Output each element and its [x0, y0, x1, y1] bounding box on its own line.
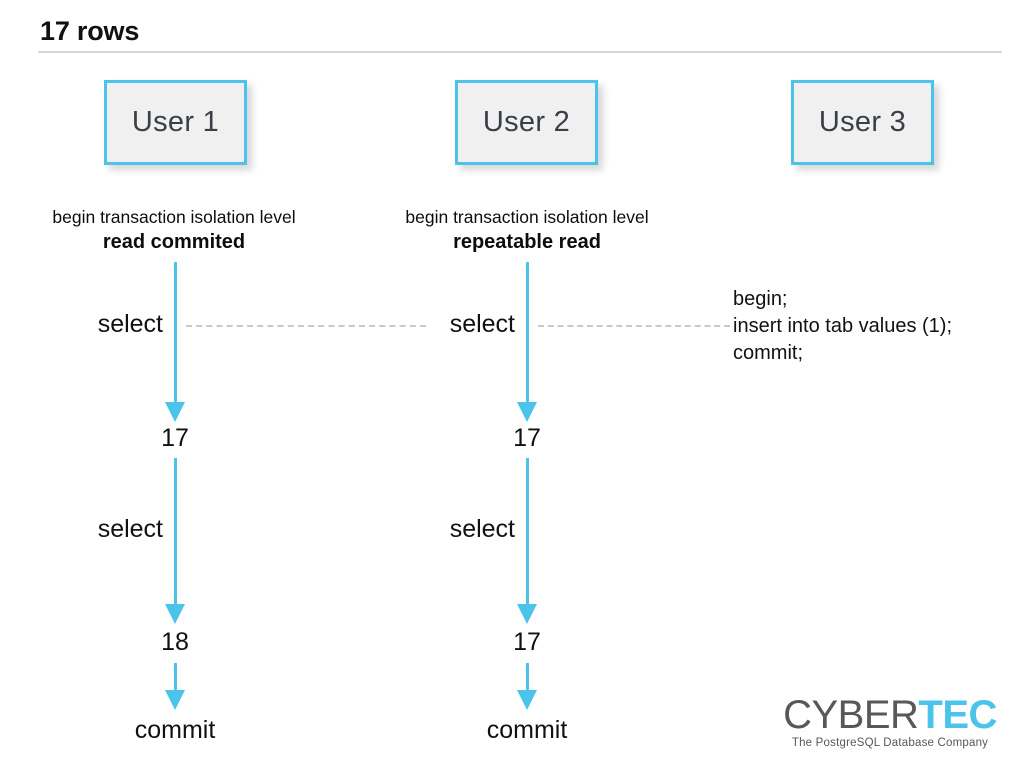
- flow-arrow-user-2-seg-1: [514, 262, 540, 422]
- dashed-connector-user1-user2: [186, 325, 426, 327]
- isolation-level-user-2: repeatable read: [453, 231, 601, 253]
- arrow-shaft: [525, 262, 529, 403]
- step-label-user-1-commit: commit: [134, 716, 216, 744]
- title-divider: [38, 51, 1002, 53]
- step-value-user-2-result-2: 17: [513, 628, 541, 656]
- step-label-user-2-select-1: select: [449, 310, 515, 338]
- isolation-caption-user-2: begin transaction isolation level repeat…: [327, 205, 727, 255]
- logo-word-cyber: CYBER: [783, 693, 919, 737]
- cybertec-logo: CYBERTEC The PostgreSQL Database Company: [772, 694, 1008, 750]
- flow-arrow-user-1-seg-3: [162, 663, 188, 711]
- arrow-shaft: [525, 663, 529, 691]
- arrow-head-icon: [517, 604, 537, 624]
- step-value-user-2-result-1: 17: [513, 424, 541, 452]
- logo-word-tec: TEC: [918, 693, 997, 737]
- flow-arrow-user-1-seg-2: [162, 458, 188, 624]
- flow-arrow-user-2-seg-3: [514, 663, 540, 711]
- isolation-level-user-1: read commited: [102, 231, 246, 253]
- step-value-user-1-result-1: 17: [161, 424, 189, 452]
- isolation-prefix-user-1: begin transaction isolation level: [52, 207, 296, 227]
- flow-arrow-user-1-seg-1: [162, 262, 188, 422]
- step-label-user-2-select-2: select: [449, 515, 515, 543]
- step-value-user-1-result-2: 18: [161, 628, 189, 656]
- arrow-shaft: [173, 458, 177, 605]
- isolation-caption-user-1: begin transaction isolation level read c…: [0, 205, 374, 255]
- sql-line-commit: commit;: [733, 342, 803, 364]
- user-box-user-3[interactable]: User 3: [791, 80, 934, 165]
- user-box-user-2[interactable]: User 2: [455, 80, 598, 165]
- page-title: 17 rows: [40, 16, 140, 46]
- sql-line-insert: insert into tab values (1);: [733, 315, 952, 337]
- step-label-user-1-select-1: select: [97, 310, 163, 338]
- arrow-head-icon: [517, 690, 537, 710]
- arrow-head-icon: [165, 402, 185, 422]
- step-label-user-2-commit: commit: [486, 716, 568, 744]
- arrow-head-icon: [517, 402, 537, 422]
- arrow-head-icon: [165, 604, 185, 624]
- logo-tagline: The PostgreSQL Database Company: [791, 737, 989, 749]
- user-box-user-1[interactable]: User 1: [104, 80, 247, 165]
- user-box-label-user-3: User 3: [818, 106, 907, 138]
- step-label-user-1-select-2: select: [97, 515, 163, 543]
- sql-line-begin: begin;: [733, 288, 788, 310]
- arrow-head-icon: [165, 690, 185, 710]
- isolation-prefix-user-2: begin transaction isolation level: [405, 207, 649, 227]
- arrow-shaft: [173, 262, 177, 403]
- arrow-shaft: [525, 458, 529, 605]
- dashed-connector-user2-user3: [538, 325, 730, 327]
- arrow-shaft: [173, 663, 177, 691]
- user-box-label-user-2: User 2: [482, 106, 571, 138]
- sql-block-user-3: begin; insert into tab values (1); commi…: [733, 286, 952, 367]
- flow-arrow-user-2-seg-2: [514, 458, 540, 624]
- logo-wordmark: CYBERTEC: [772, 694, 1008, 736]
- user-box-label-user-1: User 1: [131, 106, 220, 138]
